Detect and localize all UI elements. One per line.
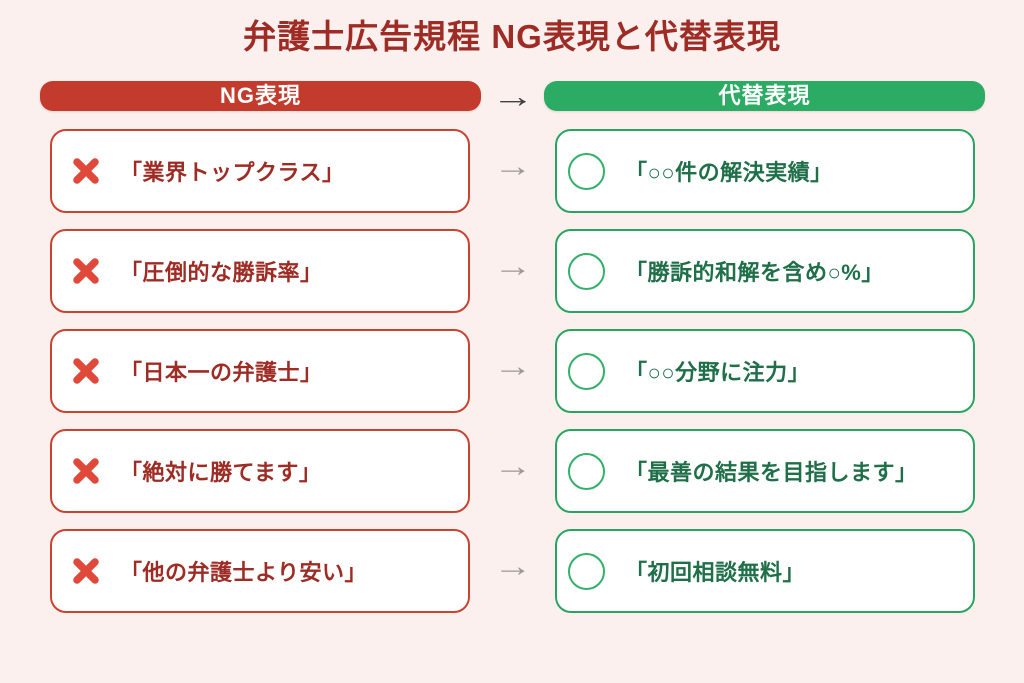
comparison-row: 「絶対に勝てます」 → 「最善の結果を目指します」 [50, 429, 975, 513]
right-arrow-icon: → [493, 150, 532, 183]
alt-box: 「最善の結果を目指します」 [555, 429, 975, 513]
right-arrow-icon: → [493, 250, 532, 283]
alt-box: 「○○分野に注力」 [555, 329, 975, 413]
right-arrow-icon: → [493, 350, 532, 383]
ng-box: 「業界トップクラス」 [50, 129, 470, 213]
circle-icon [568, 152, 605, 190]
cross-icon [73, 558, 99, 584]
ng-column-header: NG表現 [40, 81, 481, 111]
cross-icon [73, 458, 99, 484]
alt-phrase: 「○○分野に注力」 [625, 360, 811, 385]
row-arrow-slot: → [470, 352, 555, 386]
right-arrow-icon: → [490, 77, 535, 114]
alt-box: 「初回相談無料」 [555, 529, 975, 613]
comparison-row: 「日本一の弁護士」 → 「○○分野に注力」 [50, 329, 975, 413]
row-arrow-slot: → [470, 152, 555, 186]
comparison-row: 「圧倒的な勝訴率」 → 「勝訴的和解を含め○%」 [50, 229, 975, 313]
circle-icon [568, 252, 605, 290]
alt-phrase: 「初回相談無料」 [625, 560, 806, 585]
alt-phrase: 「最善の結果を目指します」 [625, 460, 918, 485]
ng-phrase: 「絶対に勝てます」 [120, 460, 322, 485]
alt-box: 「勝訴的和解を含め○%」 [555, 229, 975, 313]
ng-box: 「他の弁護士より安い」 [50, 529, 470, 613]
circle-icon [568, 552, 605, 590]
comparison-row: 「他の弁護士より安い」 → 「初回相談無料」 [50, 529, 975, 613]
column-headers: NG表現 → 代替表現 [40, 77, 985, 114]
header-arrow-slot: → [481, 77, 544, 114]
circle-icon [568, 452, 605, 490]
circle-icon [568, 352, 605, 390]
comparison-rows: 「業界トップクラス」 → 「○○件の解決実績」 「圧倒的な勝訴率」 → 「勝訴的… [50, 129, 975, 613]
ng-box: 「圧倒的な勝訴率」 [50, 229, 470, 313]
cross-icon [73, 358, 99, 384]
ng-phrase: 「圧倒的な勝訴率」 [120, 260, 323, 285]
ng-box: 「日本一の弁護士」 [50, 329, 470, 413]
ng-phrase: 「他の弁護士より安い」 [120, 560, 368, 585]
alt-phrase: 「勝訴的和解を含め○%」 [625, 260, 884, 285]
page-title: 弁護士広告規程 NG表現と代替表現 [243, 18, 781, 55]
alt-phrase: 「○○件の解決実績」 [625, 160, 833, 185]
right-arrow-icon: → [493, 550, 532, 583]
cross-icon [73, 158, 99, 184]
cross-icon [73, 258, 99, 284]
row-arrow-slot: → [470, 552, 555, 586]
row-arrow-slot: → [470, 252, 555, 286]
ng-phrase: 「日本一の弁護士」 [120, 360, 323, 385]
alt-column-header: 代替表現 [544, 81, 985, 111]
comparison-row: 「業界トップクラス」 → 「○○件の解決実績」 [50, 129, 975, 213]
alt-box: 「○○件の解決実績」 [555, 129, 975, 213]
ng-phrase: 「業界トップクラス」 [120, 160, 345, 185]
ng-box: 「絶対に勝てます」 [50, 429, 470, 513]
row-arrow-slot: → [470, 452, 555, 486]
right-arrow-icon: → [493, 450, 532, 483]
